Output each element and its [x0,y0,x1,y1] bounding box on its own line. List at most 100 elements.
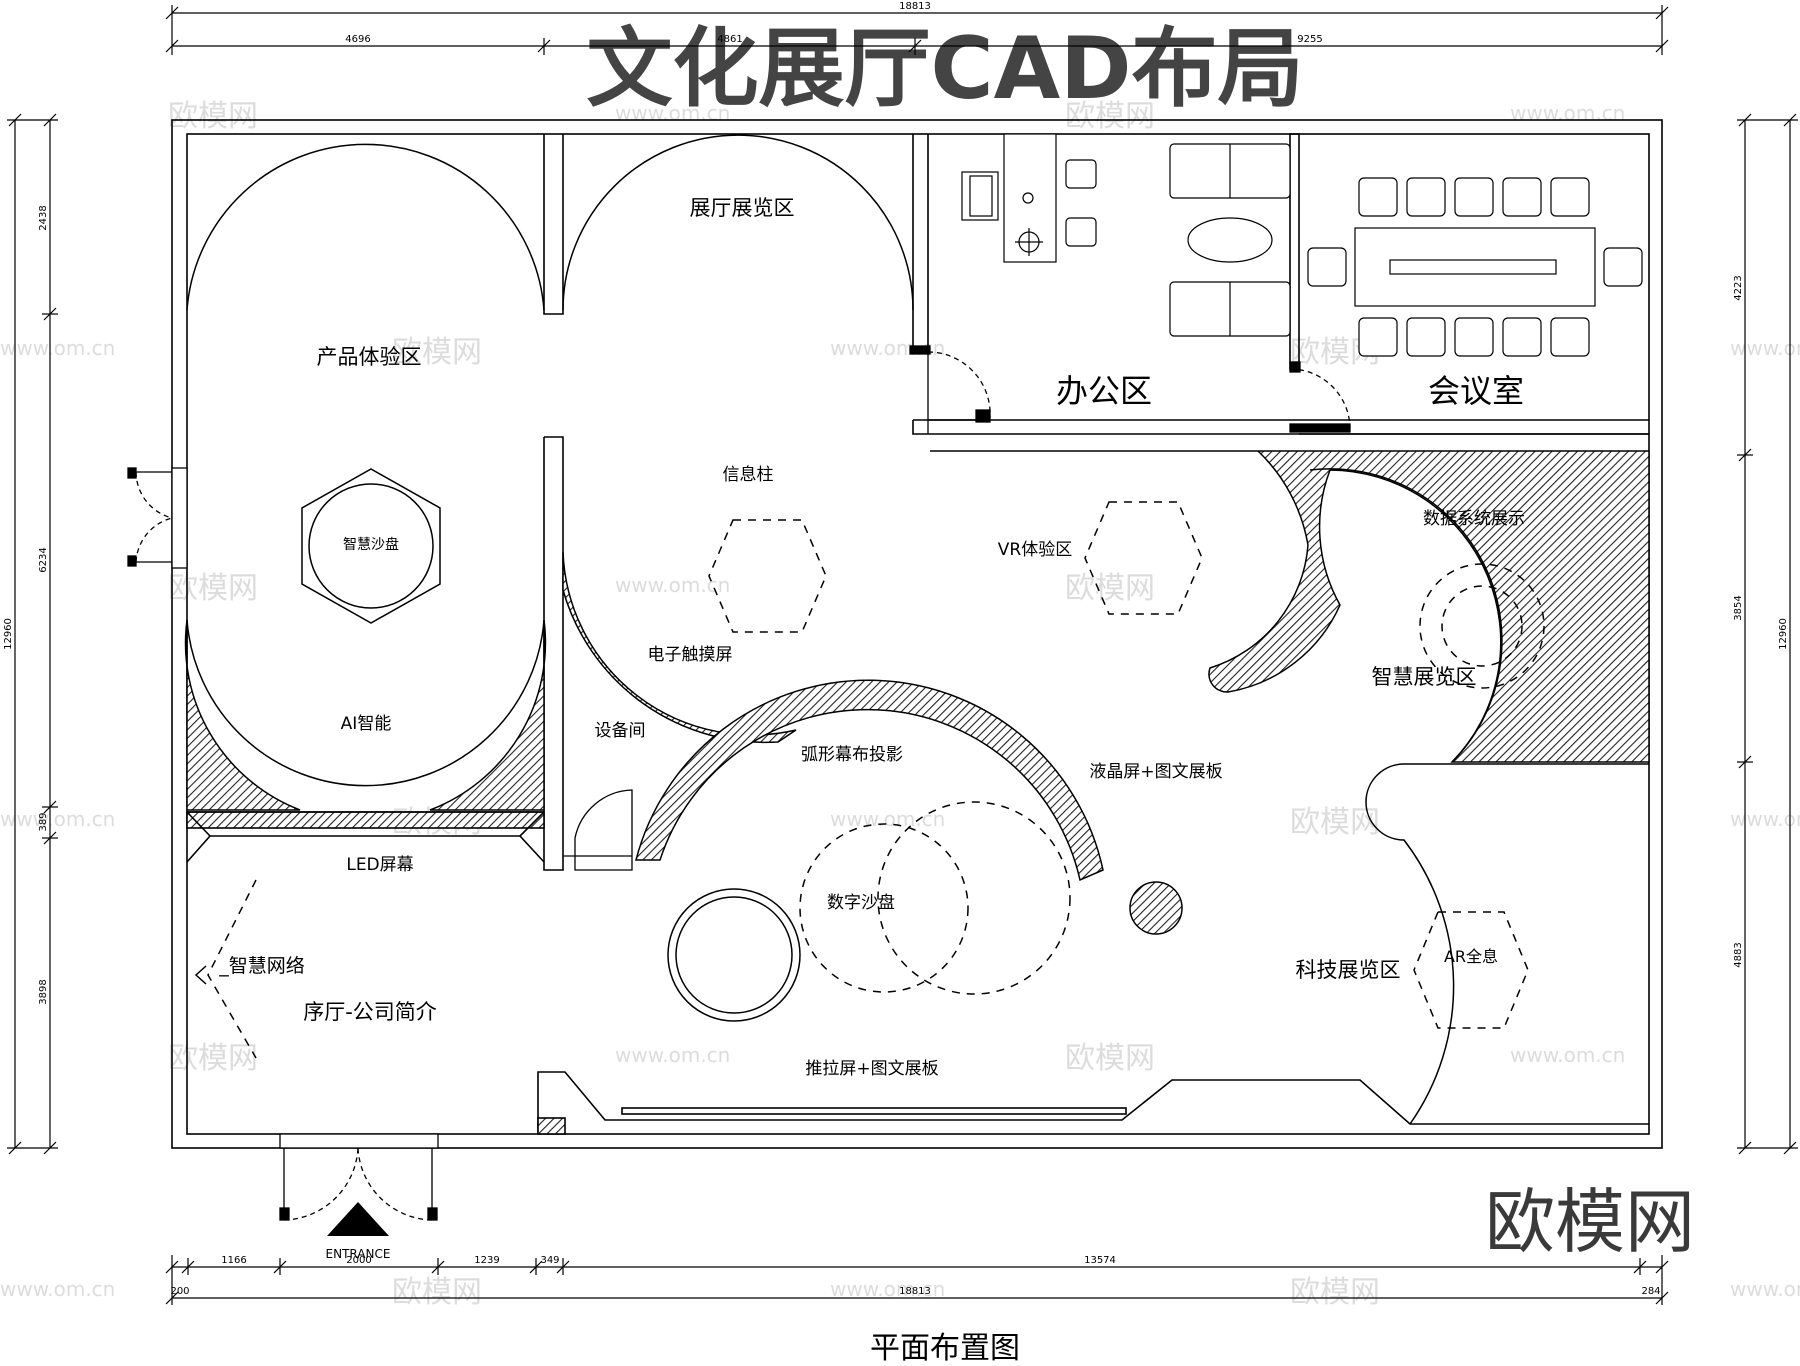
product-zone-top-arch [186,143,545,311]
partition-wall [543,436,564,871]
dimension-label: 349 [540,1255,559,1266]
vr-hexagon [1084,501,1203,615]
watermark-logo: 欧模网 [168,99,258,134]
zone-label-ai-smart: AI智能 [341,714,392,734]
dimension-label: 9255 [1297,34,1322,45]
dimension-label: 200 [170,1286,189,1297]
meeting-chair [1454,177,1494,217]
projection-circle [799,823,969,993]
sandtable-ring-outer [667,888,801,1022]
zone-label-digital-sandtable: 数字沙盘 [827,893,895,913]
zone-label-led-screen: LED屏幕 [346,855,413,875]
doors [127,345,1351,1221]
meeting-chair [1307,247,1347,287]
front-panel [537,1071,1649,1134]
entrance-arrow-icon [327,1202,389,1236]
tech-zone-loop [1365,763,1455,1125]
watermark-url: www.om.cn [1510,101,1625,125]
zone-label-hall-exhibition: 展厅展览区 [690,196,795,220]
sliding-screen-bar [621,1107,1127,1115]
smart-network-arrow [194,965,207,985]
zone-label-arc-projection: 弧形幕布投影 [801,745,903,765]
arc-projection-wall [635,679,1104,882]
zone-label-office: 办公区 [1056,372,1152,410]
product-zone-bottom-arch [186,619,545,787]
exhibition-curves [184,134,1650,1125]
zone-label-tech-exhibition: 科技展览区 [1296,958,1401,982]
sandtable-ring-inner [675,896,793,1014]
data-system-wall [930,450,1650,763]
watermark-logo: 欧模网 [1290,1275,1380,1310]
meeting-chair [1550,177,1590,217]
plan-caption: 平面布置图 [870,1331,1020,1366]
zone-label-sliding-screen: 推拉屏+图文展板 [805,1059,938,1079]
projection-circle [877,801,1071,995]
dimension-label: 6234 [38,547,49,572]
watermark-url: www.om.cn [1730,336,1800,360]
dimension-label: 13574 [1084,1255,1116,1266]
meeting-chair [1502,177,1542,217]
dimension-labels: 18813 4696 4861 9255 2438 6234 389 3898 … [3,1,1789,1297]
dimension-label: 12960 [3,618,14,650]
smart-sandtable-feature [301,468,441,624]
info-pillar-hexagon [708,519,827,633]
watermark-url: www.om.cn [1730,1277,1800,1301]
watermark-layer: 欧模网 欧模网 欧模网 欧模网 欧模网 欧模网 欧模网 欧模网 欧模网 欧模网 … [0,99,1800,1310]
touch-screen-wall [562,551,797,744]
zone-label-ar-hologram: AR全息 [1444,947,1498,966]
watermark-url: www.om.cn [615,1043,730,1067]
watermark-logo: 欧模网 [392,335,482,370]
dimension-label: 2000 [346,1255,371,1266]
zone-label-touch-screen: 电子触摸屏 [648,645,733,665]
dimension-label: 4861 [717,34,742,45]
dimension-label: 3854 [1733,595,1744,620]
watermark-logo: 欧模网 [1065,571,1155,606]
zone-label-smart-network: _智慧网络 [218,955,305,977]
entrance-label: ENTRANCE [326,1247,391,1261]
meeting-chair [1406,177,1446,217]
watermark-url: www.om.cn [0,1277,115,1301]
smart-network-arc [207,879,257,1059]
zone-label-product-experience: 产品体验区 [317,345,422,369]
zone-label-smart-exhibition: 智慧展览区 [1372,665,1477,689]
watermark-url: www.om.cn [615,101,730,125]
watermark-logo: 欧模网 [168,1041,258,1076]
dimension-label: 1239 [474,1255,499,1266]
watermark-logo: 欧模网 [392,1275,482,1310]
dimension-label: 284 [1641,1286,1660,1297]
smart-exhibition-circle [1419,563,1545,689]
dimension-label: 2438 [38,205,49,230]
dimension-label: 4223 [1733,275,1744,300]
armchair [1065,159,1097,189]
outer-wall [171,119,1663,1149]
armchair [1065,217,1097,247]
arc-post [1129,881,1183,935]
watermark-url: www.om.cn [830,1277,945,1301]
zone-label-data-system: 数据系统展示 [1423,509,1525,529]
led-screen-band [186,811,545,829]
watermark-url: www.om.cn [0,807,115,831]
watermark-logo: 欧模网 [1065,99,1155,134]
watermark-logo: 欧模网 [168,571,258,606]
divider-wall [912,134,929,353]
phone [1022,192,1034,204]
divider-wall [543,134,564,315]
watermark-logo: 欧模网 [1065,1041,1155,1076]
meeting-chair [1406,317,1446,357]
watermark-url: www.om.cn [615,573,730,597]
coffee-table [1187,217,1273,263]
hall-top-arch [562,134,914,311]
meeting-chair [1454,317,1494,357]
dimension-label: 18813 [899,1286,931,1297]
zone-label-lcd-panels: 液晶屏+图文展板 [1089,762,1222,782]
zone-labels: 产品体验区 展厅展览区 办公区 会议室 信息柱 智慧沙盘 VR体验区 数据系统展… [218,196,1525,1079]
dimension-label: 389 [38,812,49,831]
zone-label-info-pillar: 信息柱 [723,465,774,485]
dimension-label: 18813 [899,1,931,12]
zone-label-vr-experience: VR体验区 [998,540,1072,560]
zone-label-lobby: 序厅-公司简介 [303,1000,437,1024]
dimension-label: 4696 [345,34,370,45]
dimension-label: 1166 [221,1255,246,1266]
office-furniture [961,133,1643,357]
